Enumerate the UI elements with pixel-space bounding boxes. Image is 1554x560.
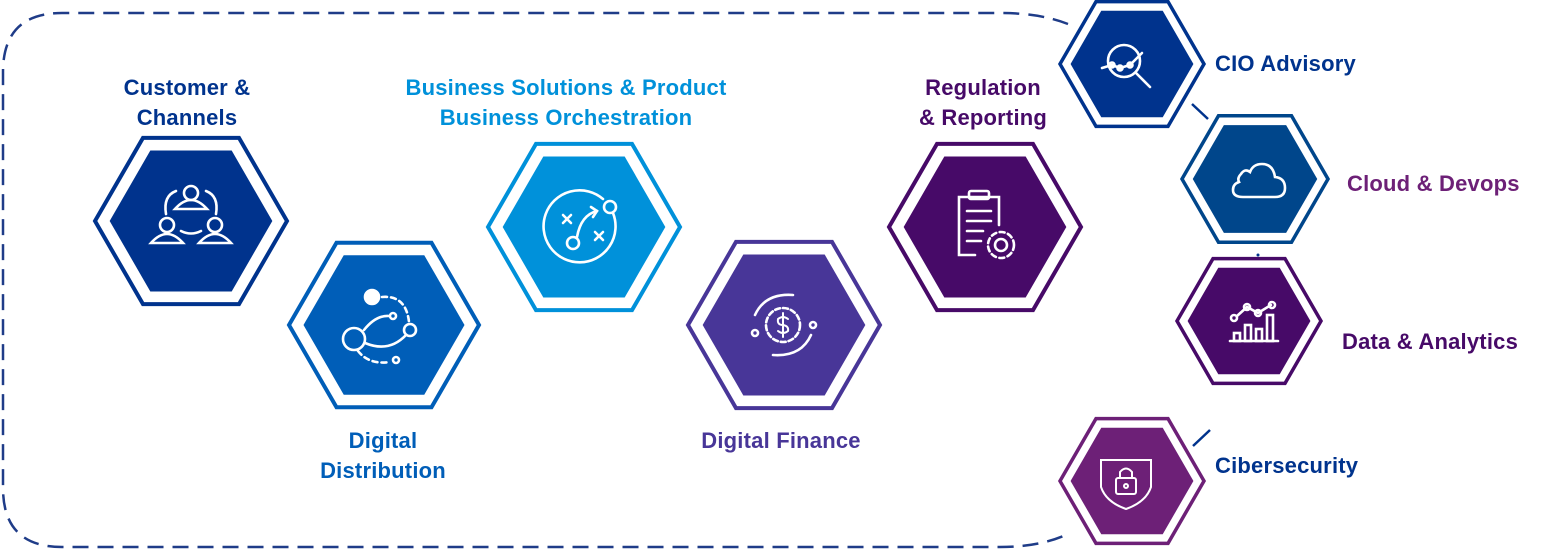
label-digital-distribution: Digital Distribution xyxy=(320,426,446,486)
label-line: Customer & xyxy=(123,75,251,100)
label-line: Business Solutions & Product xyxy=(405,75,727,100)
shield-lock-icon xyxy=(1100,459,1152,511)
hex-regulation-reporting xyxy=(886,141,1084,313)
clipboard-gear-icon xyxy=(957,189,1016,260)
label-cibersecurity: Cibersecurity xyxy=(1215,453,1359,478)
connector-dot xyxy=(1256,253,1260,257)
search-chart-icon xyxy=(1100,43,1152,89)
hex-data-analytics xyxy=(1174,256,1324,386)
hex-business-solutions xyxy=(485,141,683,313)
label-business-solutions: Business Solutions & Product Business Or… xyxy=(406,73,727,133)
label-line: & Reporting xyxy=(918,105,1048,130)
dollar-gear-cycle-icon xyxy=(750,293,818,357)
bar-line-chart-icon xyxy=(1228,300,1280,343)
label-cloud-devops: Cloud & Devops xyxy=(1347,171,1520,196)
hex-fill xyxy=(502,156,666,298)
label-line: Digital xyxy=(348,428,418,453)
label-data-analytics: Data & Analytics xyxy=(1342,329,1518,354)
hex-fill xyxy=(303,255,465,395)
label-line: Digital Finance xyxy=(701,428,861,453)
orbit-network-icon xyxy=(341,288,418,365)
hex-digital-distribution xyxy=(286,240,482,410)
people-network-icon xyxy=(148,184,234,245)
connector-line xyxy=(1191,103,1209,120)
hex-fill xyxy=(1070,427,1194,535)
hex-cibersecurity xyxy=(1057,416,1207,546)
hex-customer xyxy=(92,135,290,307)
label-digital-finance: Digital Finance xyxy=(701,426,860,456)
hex-fill xyxy=(1192,125,1318,233)
label-line: Distribution xyxy=(320,458,446,483)
connector-line xyxy=(1192,429,1211,447)
hex-fill xyxy=(903,156,1067,298)
label-line: Business Orchestration xyxy=(439,105,693,130)
hex-fill xyxy=(109,150,273,292)
label-regulation-reporting: Regulation & Reporting xyxy=(919,73,1047,133)
label-cio-advisory: CIO Advisory xyxy=(1215,51,1356,76)
hex-fill xyxy=(1187,267,1311,375)
label-customer-channels: Customer & Channels xyxy=(124,73,251,133)
label-line: Regulation xyxy=(925,75,1041,100)
hex-cloud-devops xyxy=(1179,114,1331,244)
strategy-play-icon xyxy=(542,189,618,264)
dashed-scope-border xyxy=(1,11,1069,549)
cloud-icon xyxy=(1231,162,1287,199)
label-line: Channels xyxy=(136,105,238,130)
